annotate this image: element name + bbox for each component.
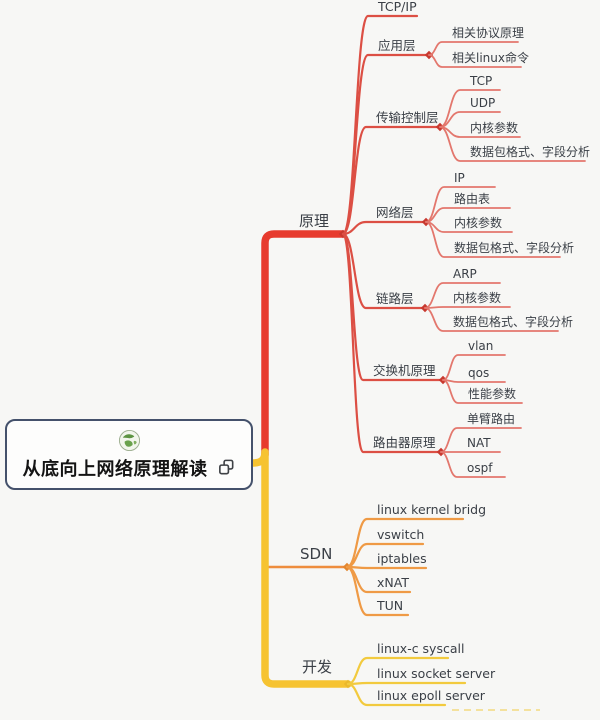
node-label[interactable]: 内核参数 (470, 120, 518, 135)
node-label[interactable]: 数据包格式、字段分析 (453, 314, 573, 329)
node-label[interactable]: 相关协议原理 (452, 25, 524, 40)
connector-line (345, 565, 428, 570)
connector-line (341, 232, 440, 454)
node-label[interactable]: vswitch (377, 527, 424, 542)
branch-label[interactable]: 开发 (302, 658, 332, 676)
connector-line (442, 379, 523, 404)
node-label[interactable]: ARP (453, 267, 477, 281)
connector-line (346, 681, 467, 686)
node-label[interactable]: vlan (468, 339, 493, 353)
node-label[interactable]: UDP (470, 96, 495, 110)
connector-line (424, 307, 559, 332)
connector-line (341, 232, 424, 310)
node-label[interactable]: TCP/IP (377, 0, 417, 14)
branch-label[interactable]: 原理 (299, 212, 329, 230)
node-label[interactable]: qos (468, 366, 489, 380)
node-label[interactable]: 交换机原理 (373, 363, 436, 378)
connector-line (442, 354, 506, 381)
node-label[interactable]: 传输控制层 (376, 110, 439, 125)
connector-line (440, 451, 506, 478)
node-label[interactable]: 路由器原理 (373, 435, 436, 450)
node-label[interactable]: 应用层 (378, 38, 416, 53)
connector-line (424, 306, 511, 309)
connector-line (425, 221, 561, 258)
connector-line (249, 448, 352, 688)
node-label[interactable]: 数据包格式、字段分析 (470, 144, 590, 159)
branch-label[interactable]: SDN (300, 545, 332, 563)
node-label[interactable]: 数据包格式、字段分析 (454, 240, 574, 255)
connector-line (439, 126, 586, 162)
node-label[interactable]: linux kernel bridg (377, 502, 486, 517)
connector-line (346, 682, 447, 707)
node-label[interactable]: 网络层 (376, 205, 414, 220)
connector-line (341, 220, 425, 236)
node-label[interactable]: linux epoll server (377, 688, 486, 703)
node-label[interactable]: 性能参数 (468, 386, 516, 401)
connector-line (345, 565, 410, 617)
node-label[interactable]: linux socket server (377, 666, 496, 681)
node-label[interactable]: linux-c syscall (377, 641, 464, 656)
node-label[interactable]: TUN (376, 598, 403, 613)
connector-line (428, 54, 522, 68)
central-topic-label: 从底向上网络原理解读 (22, 458, 208, 480)
node-label[interactable]: 链路层 (376, 291, 414, 306)
node-label[interactable]: NAT (467, 436, 491, 450)
node-label[interactable]: ospf (467, 461, 493, 475)
node-label[interactable]: 路由表 (454, 191, 490, 206)
central-topic[interactable]: 从底向上网络原理解读 (5, 419, 253, 490)
node-label[interactable]: IP (454, 171, 465, 185)
node-label[interactable]: 内核参数 (454, 215, 502, 230)
node-label[interactable]: iptables (377, 551, 427, 566)
node-label[interactable]: 内核参数 (453, 290, 501, 305)
connector-line (341, 125, 439, 236)
globe-icon (118, 429, 141, 452)
connector-line (261, 230, 347, 459)
link-icon[interactable] (217, 458, 236, 477)
node-label[interactable]: TCP (469, 74, 492, 88)
node-label[interactable]: 相关linux命令 (452, 50, 529, 65)
node-label[interactable]: xNAT (377, 575, 409, 590)
node-label[interactable]: 单臂路由 (467, 411, 515, 426)
connector-line (442, 379, 506, 383)
